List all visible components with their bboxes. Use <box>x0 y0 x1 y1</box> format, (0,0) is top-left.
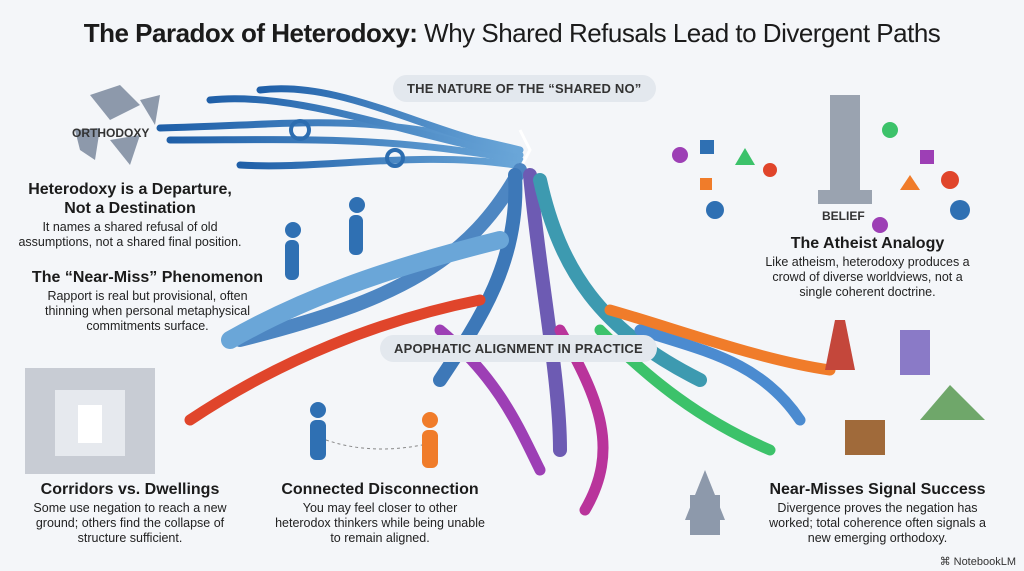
notebooklm-logo-icon: ⌘ <box>939 556 954 568</box>
page-title: The Paradox of Heterodoxy: Why Shared Re… <box>83 18 941 48</box>
diverging-roots <box>233 163 707 457</box>
stump-icon <box>845 420 885 455</box>
section-near-miss: The “Near-Miss” Phenomenon Rapport is re… <box>31 269 264 333</box>
corridor-icon <box>25 368 155 474</box>
orthodoxy-shattered-icon <box>75 85 160 165</box>
section-corridors: Corridors vs. Dwellings Some use negatio… <box>33 481 227 545</box>
broken-pillar-icon <box>818 95 872 204</box>
connected-people-icon <box>310 402 438 468</box>
red-path <box>184 294 486 426</box>
ramp <box>221 231 509 349</box>
label-nature-shared-no: THE NATURE OF THE “SHARED NO” <box>393 75 656 102</box>
landscape-icon <box>920 385 985 420</box>
label-apophatic-alignment: APOPHATIC ALIGNMENT IN PRACTICE <box>380 335 657 362</box>
tower-icon <box>825 320 855 370</box>
notebooklm-brand: ⌘ NotebookLM <box>939 556 1016 568</box>
section-atheist-analogy: The Atheist Analogy Like atheism, hetero… <box>765 235 970 299</box>
section-connected-disconnection: Connected Disconnection You may feel clo… <box>275 481 485 545</box>
label-belief: BELIEF <box>822 209 865 223</box>
portal-icon <box>900 330 930 375</box>
section-near-misses-success: Near-Misses Signal Success Divergence pr… <box>769 481 986 545</box>
shared-no-cable <box>156 85 524 170</box>
cathedral-icon <box>685 470 725 535</box>
label-orthodoxy: ORTHODOXY <box>72 126 150 140</box>
section-departure: Heterodoxy is a Departure, Not a Destina… <box>18 181 242 249</box>
orange-path <box>604 304 836 376</box>
diverse-crowd-icons <box>672 122 970 233</box>
walking-people-icon <box>285 197 365 280</box>
